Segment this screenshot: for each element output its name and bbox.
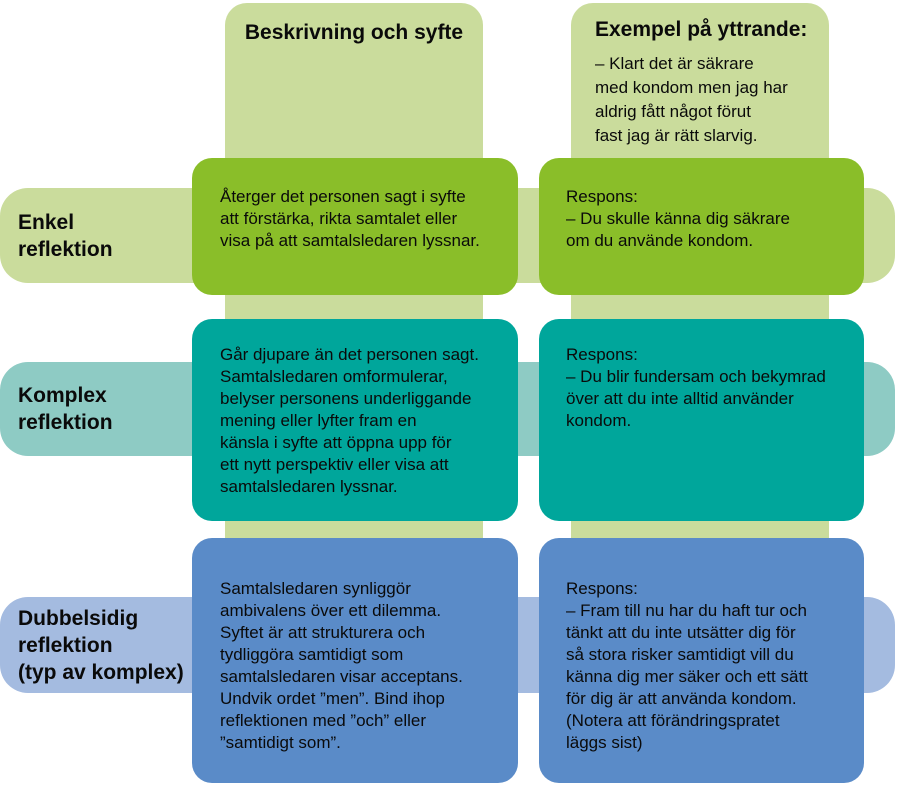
cell-enkel-example: Respons: – Du skulle känna dig säkrare o… <box>539 158 864 295</box>
cell-dubbelsidig-example: Respons: – Fram till nu har du haft tur … <box>539 538 864 783</box>
column-header-exempel: Exempel på yttrande: – Klart det är säkr… <box>571 17 829 148</box>
cell-enkel-example-text: Respons: – Du skulle känna dig säkrare o… <box>566 187 790 250</box>
cell-komplex-description-text: Går djupare än det personen sagt. Samtal… <box>220 345 479 496</box>
cell-dubbelsidig-description-text: Samtalsledaren synliggör ambivalens över… <box>220 579 463 752</box>
row-label-komplex-reflektion: Komplex reflektion <box>18 384 113 434</box>
row-label-dubbelsidig-reflektion: Dubbelsidig reflektion (typ av komplex) <box>18 606 184 684</box>
cell-komplex-description: Går djupare än det personen sagt. Samtal… <box>192 319 518 521</box>
column-header-exempel-title: Exempel på yttrande: <box>595 18 808 41</box>
client-utterance-quote: – Klart det är säkrare med kondom men ja… <box>595 54 788 145</box>
cell-komplex-example-text: Respons: – Du blir fundersam och bekymra… <box>566 345 826 430</box>
cell-dubbelsidig-description: Samtalsledaren synliggör ambivalens över… <box>192 538 518 783</box>
row-label-enkel-reflektion: Enkel reflektion <box>18 210 113 261</box>
cell-enkel-description: Återger det personen sagt i syfte att fö… <box>192 158 518 295</box>
cell-enkel-description-text: Återger det personen sagt i syfte att fö… <box>220 187 480 250</box>
cell-dubbelsidig-example-text: Respons: – Fram till nu har du haft tur … <box>566 579 808 752</box>
column-header-beskrivning: Beskrivning och syfte <box>244 21 464 44</box>
cell-komplex-example: Respons: – Du blir fundersam och bekymra… <box>539 319 864 521</box>
